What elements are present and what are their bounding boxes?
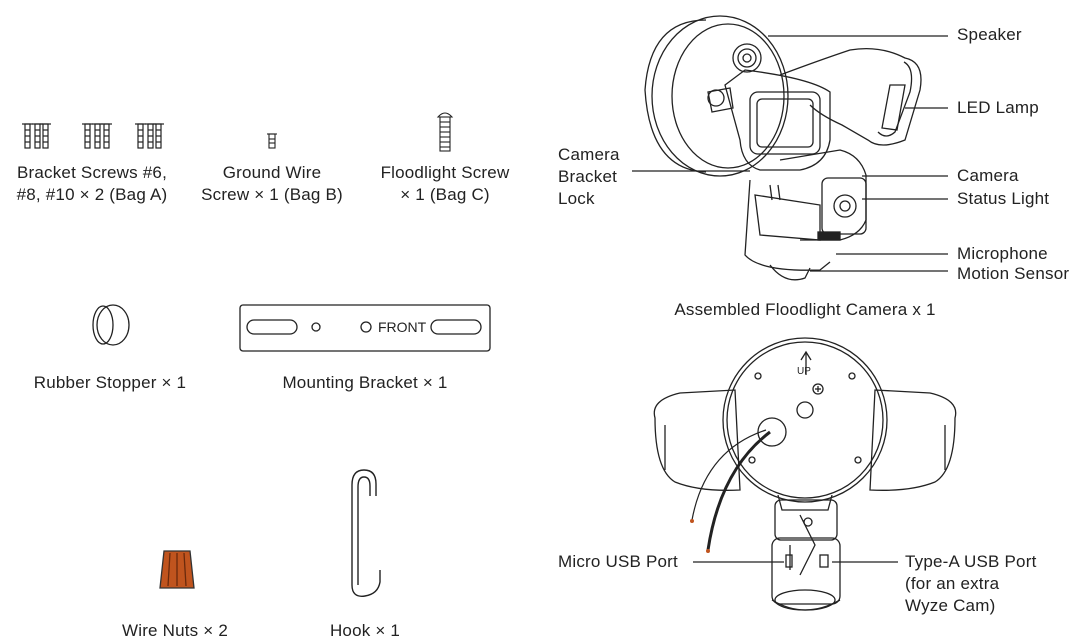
type-a-line1: Type-A USB Port <box>905 552 1037 571</box>
microphone-callout: Microphone <box>957 244 1048 263</box>
bracket-front-marking: FRONT <box>378 319 427 335</box>
camera-callout: Camera <box>957 166 1019 185</box>
bracket-screws-label: Bracket Screws #6, #8, #10 × 2 (Bag A) <box>0 162 184 206</box>
wire-nut-illustration <box>159 550 195 589</box>
led-lamp-callout: LED Lamp <box>957 98 1039 117</box>
bracket-lock-line2: Bracket <box>558 167 618 186</box>
floodlight-screw-illustration <box>436 112 454 152</box>
camera-bracket-lock-callout: Camera Bracket Lock <box>558 144 620 210</box>
up-marking: UP <box>797 366 811 377</box>
mounting-bracket-illustration <box>239 304 491 352</box>
hook-label: Hook × 1 <box>329 621 401 640</box>
type-a-line3: Wyze Cam) <box>905 596 996 615</box>
floodlight-camera-back-illustration <box>653 337 957 611</box>
bracket-screws-illustration <box>22 123 164 149</box>
bracket-screws-label-line2: #8, #10 × 2 (Bag A) <box>16 185 168 204</box>
bracket-lock-line3: Lock <box>558 189 595 208</box>
bracket-screws-label-line1: Bracket Screws #6, <box>16 163 168 182</box>
floodlight-camera-front-illustration <box>632 15 948 281</box>
rubber-stopper-label: Rubber Stopper × 1 <box>33 373 187 392</box>
ground-wire-screw-label-line1: Ground Wire <box>222 163 322 182</box>
ground-wire-screw-label: Ground Wire Screw × 1 (Bag B) <box>186 162 358 206</box>
speaker-callout: Speaker <box>957 25 1022 44</box>
ground-wire-screw-label-line2: Screw × 1 (Bag B) <box>201 185 343 204</box>
micro-usb-port-callout: Micro USB Port <box>558 552 678 571</box>
bracket-lock-line1: Camera <box>558 145 620 164</box>
wire-nuts-label: Wire Nuts × 2 <box>121 621 229 640</box>
type-a-usb-port-callout: Type-A USB Port (for an extra Wyze Cam) <box>905 551 1037 617</box>
rubber-stopper-illustration <box>92 304 130 346</box>
hook-illustration <box>351 469 381 597</box>
status-light-callout: Status Light <box>957 189 1050 208</box>
floodlight-screw-label-line2: × 1 (Bag C) <box>400 185 490 204</box>
motion-sensor-callout: Motion Sensor <box>957 264 1070 283</box>
floodlight-screw-label-line1: Floodlight Screw <box>380 163 510 182</box>
floodlight-screw-label: Floodlight Screw × 1 (Bag C) <box>360 162 530 206</box>
assembled-camera-title: Assembled Floodlight Camera x 1 <box>674 300 936 319</box>
ground-wire-screw-illustration <box>267 133 277 149</box>
mounting-bracket-label: Mounting Bracket × 1 <box>282 373 448 392</box>
type-a-line2: (for an extra <box>905 574 1000 593</box>
